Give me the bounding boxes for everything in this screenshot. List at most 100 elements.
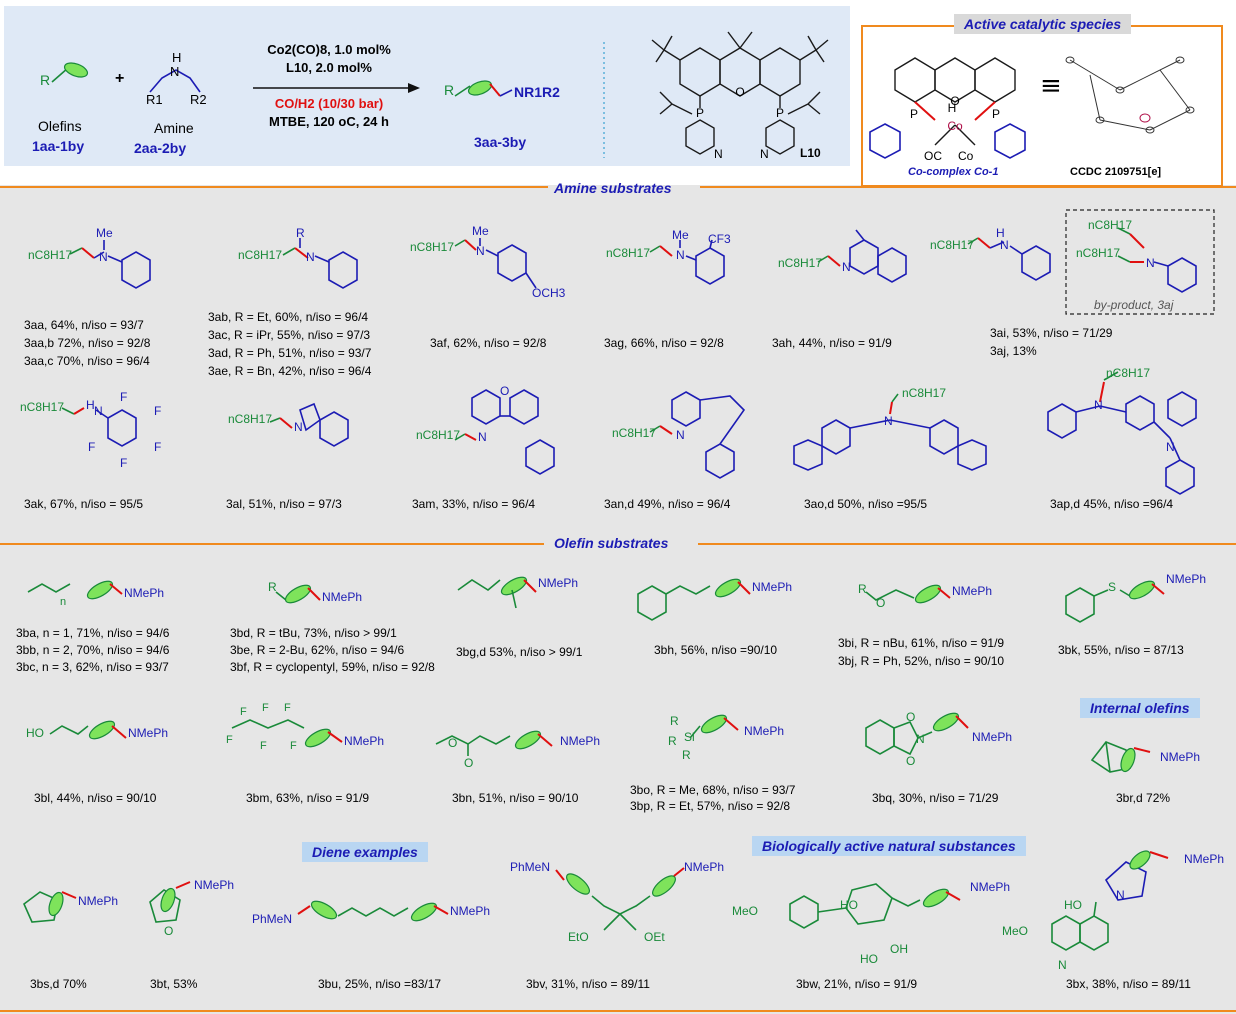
nmeph-3bl: NMePh bbox=[128, 726, 169, 740]
olefin-code: 1aa-1by bbox=[32, 138, 85, 154]
amine-r2-label: R2 bbox=[190, 92, 207, 107]
condition-catalyst: Co2(CO)8, 1.0 mol% bbox=[267, 42, 391, 57]
c8h17-3aj-a: nC8H17 bbox=[1088, 218, 1133, 232]
structure-3bx bbox=[1051, 850, 1169, 951]
caption-3bf: 3bf, R = cyclopentyl, 59%, n/iso = 92/8 bbox=[230, 660, 435, 674]
n-3aa: N bbox=[99, 250, 108, 264]
c8h17-3ai: nC8H17 bbox=[930, 238, 975, 252]
o-3am: O bbox=[500, 384, 510, 398]
och3-3af: OCH3 bbox=[532, 286, 566, 300]
si-3bo: Si bbox=[684, 730, 695, 744]
structure-3bk bbox=[1065, 580, 1165, 623]
nmeph-3bx: NMePh bbox=[1184, 852, 1225, 866]
caption-3bw: 3bw, 21%, n/iso = 91/9 bbox=[796, 977, 918, 991]
product-nr1r2-label: NR1R2 bbox=[514, 84, 560, 100]
c8h17-3an: nC8H17 bbox=[612, 426, 657, 440]
complex-p-atom-left: P bbox=[910, 107, 918, 121]
caption-3ba: 3ba, n = 1, 71%, n/iso = 94/6 bbox=[16, 626, 170, 640]
caption-3bs: 3bs,d 70% bbox=[30, 977, 87, 991]
caption-3bg: 3bg,d 53%, n/iso > 99/1 bbox=[456, 645, 583, 659]
nmeph-3bd: NMePh bbox=[322, 590, 363, 604]
caption-3ak: 3ak, 67%, n/iso = 95/5 bbox=[24, 497, 144, 511]
caption-3bi: 3bi, R = nBu, 61%, n/iso = 91/9 bbox=[838, 636, 1005, 650]
f-3ak-2: F bbox=[154, 404, 162, 418]
nmeph-3bu: NMePh bbox=[450, 904, 491, 918]
n-3am: N bbox=[478, 430, 487, 444]
amine-name: Amine bbox=[154, 120, 194, 136]
ho-3bx: HO bbox=[1064, 898, 1082, 912]
ho-3bw: HO bbox=[840, 898, 858, 912]
structure-3bn bbox=[435, 730, 553, 756]
structure-3bm bbox=[231, 719, 343, 748]
s-3bk: S bbox=[1108, 580, 1117, 594]
caption-3be: 3be, R = 2-Bu, 62%, n/iso = 94/6 bbox=[230, 643, 405, 657]
o-3bi: O bbox=[876, 596, 886, 610]
ligand-n-atom-left: N bbox=[714, 147, 723, 161]
ligand-p-atom-left: P bbox=[696, 106, 704, 120]
n-3ai: N bbox=[1000, 238, 1009, 252]
structure-3bt bbox=[149, 881, 191, 923]
caption-3bo: 3bo, R = Me, 68%, n/iso = 93/7 bbox=[630, 783, 796, 797]
internal-olefins-label: Internal olefins bbox=[1080, 698, 1200, 718]
caption-3al: 3al, 51%, n/iso = 97/3 bbox=[226, 497, 342, 511]
amine-n-label: N bbox=[170, 64, 180, 79]
structure-3af bbox=[454, 238, 537, 289]
caption-3bk: 3bk, 55%, n/iso = 87/13 bbox=[1058, 643, 1184, 657]
structure-3ao bbox=[793, 393, 987, 471]
r-3bd: R bbox=[268, 580, 277, 594]
nmeph-3bs: NMePh bbox=[78, 894, 119, 908]
me-3aa: Me bbox=[96, 226, 113, 240]
caption-3am: 3am, 33%, n/iso = 96/4 bbox=[412, 497, 536, 511]
structure-3br bbox=[1090, 741, 1151, 773]
caption-3ab: 3ab, R = Et, 60%, n/iso = 96/4 bbox=[208, 310, 369, 324]
structure-3an bbox=[649, 391, 746, 479]
o-3bn-1: O bbox=[464, 756, 474, 770]
olefin-name: Olefins bbox=[38, 118, 82, 134]
caption-3ag: 3ag, 66%, n/iso = 92/8 bbox=[604, 336, 724, 350]
caption-3bt: 3bt, 53% bbox=[150, 977, 198, 991]
caption-3bu: 3bu, 25%, n/iso =83/17 bbox=[318, 977, 442, 991]
co-complex-label: Co-complex Co-1 bbox=[908, 166, 999, 178]
condition-ligand: L10, 2.0 mol% bbox=[286, 60, 372, 75]
product-code: 3aa-3by bbox=[474, 134, 527, 150]
structure-3ag bbox=[649, 239, 725, 285]
ccdc-number: CCDC 2109751[e] bbox=[1070, 166, 1162, 178]
n-3ak: N bbox=[94, 404, 103, 418]
n-3ao: N bbox=[884, 414, 893, 428]
reaction-scheme-panel bbox=[4, 6, 850, 166]
active-species-title: Active catalytic species bbox=[954, 14, 1132, 34]
caption-3bc: 3bc, n = 3, 62%, n/iso = 93/7 bbox=[16, 660, 169, 674]
caption-3ad: 3ad, R = Ph, 51%, n/iso = 93/7 bbox=[208, 346, 372, 360]
n-3aj: N bbox=[1146, 256, 1155, 270]
caption-3bv: 3bv, 31%, n/iso = 89/11 bbox=[526, 977, 650, 991]
structure-3am bbox=[454, 389, 555, 475]
caption-3ai: 3ai, 53%, n/iso = 71/29 bbox=[990, 326, 1113, 340]
structure-3ai bbox=[967, 237, 1051, 281]
ligand-o-atom: O bbox=[735, 85, 744, 99]
structure-3bo bbox=[689, 714, 739, 739]
caption-3an: 3an,d 49%, n/iso = 96/4 bbox=[604, 497, 731, 511]
divider-top-right bbox=[700, 186, 1236, 188]
n-subscript-3ba: n bbox=[60, 596, 67, 608]
c8h17-3al: nC8H17 bbox=[228, 412, 273, 426]
meo-3bw: MeO bbox=[732, 904, 759, 918]
n-3bx-quinoline: N bbox=[1058, 958, 1067, 972]
divider-mid bbox=[0, 543, 544, 545]
nmeph-3bt: NMePh bbox=[194, 878, 235, 892]
c8h17-3ak: nC8H17 bbox=[20, 400, 65, 414]
nmeph-3bg: NMePh bbox=[538, 576, 579, 590]
structure-3aa bbox=[69, 240, 151, 289]
phmen-3bu: PhMeN bbox=[252, 912, 293, 926]
structure-3ah bbox=[817, 229, 907, 283]
caption-3aa: 3aa, 64%, n/iso = 93/7 bbox=[24, 318, 144, 332]
c8h17-3ah: nC8H17 bbox=[778, 256, 823, 270]
reaction-arrow-head bbox=[408, 83, 420, 93]
n-3bx-quinuclidine: N bbox=[1116, 888, 1125, 902]
c8h17-3ag: nC8H17 bbox=[606, 246, 651, 260]
r-3bo-3: R bbox=[682, 748, 691, 762]
ligand-p-atom-right: P bbox=[776, 106, 784, 120]
n-3al: N bbox=[294, 420, 303, 434]
nmeph-3ba: NMePh bbox=[124, 586, 165, 600]
cobalt-atom: Co bbox=[947, 119, 963, 133]
structure-3bl bbox=[49, 720, 127, 740]
